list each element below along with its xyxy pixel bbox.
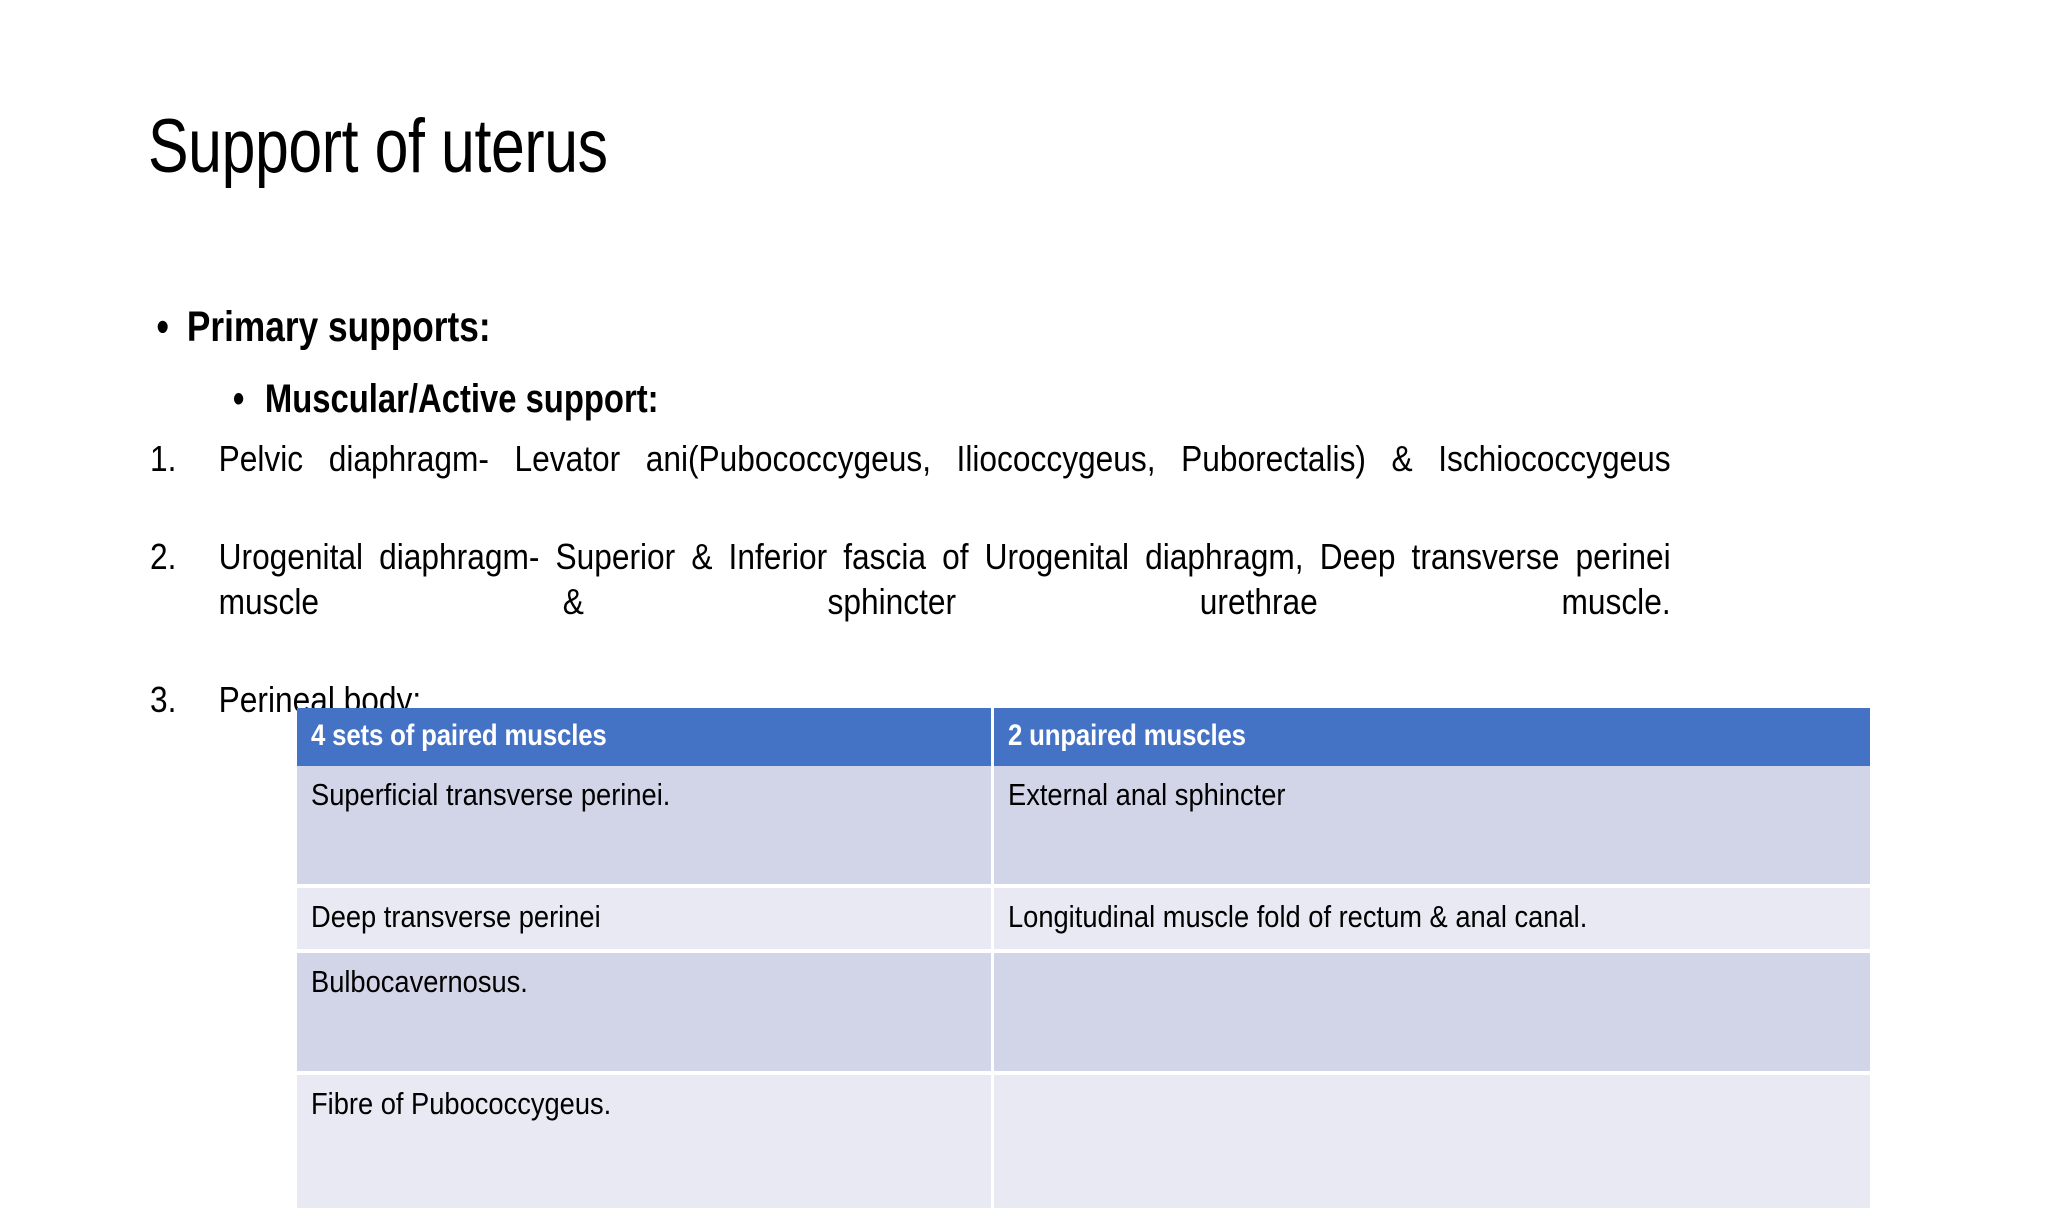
table-cell: Longitudinal muscle fold of rectum & ana…: [994, 888, 1870, 953]
list-item-number: 3.: [150, 679, 177, 720]
table-cell: Bulbocavernosus.: [297, 953, 994, 1075]
list-item: 1. Pelvic diaphragm- Levator ani(Pubococ…: [150, 436, 1671, 526]
page-title: Support of uterus: [148, 104, 608, 189]
table-cell-text: Longitudinal muscle fold of rectum & ana…: [1008, 899, 1588, 934]
bullet-dot-icon: •: [232, 377, 245, 421]
table-cell: Superficial transverse perinei.: [297, 766, 994, 888]
table-row: Bulbocavernosus.: [297, 953, 1870, 1075]
table-row: Deep transverse perinei Longitudinal mus…: [297, 888, 1870, 953]
table-cell-text: Bulbocavernosus.: [311, 964, 528, 999]
bullet-dot-icon: •: [156, 303, 169, 351]
table-cell-text: Superficial transverse perinei.: [311, 777, 671, 812]
muscles-table: 4 sets of paired muscles 2 unpaired musc…: [297, 708, 1870, 1212]
table-cell-text: Fibre of Pubococcygeus.: [311, 1086, 612, 1121]
table-row: Superficial transverse perinei. External…: [297, 766, 1870, 888]
numbered-list: 1. Pelvic diaphragm- Levator ani(Pubococ…: [150, 436, 1730, 722]
table-cell: Fibre of Pubococcygeus.: [297, 1075, 994, 1212]
table-cell-empty: [994, 1075, 1870, 1212]
table-cell-empty: [994, 953, 1870, 1075]
list-item: 2. Urogenital diaphragm- Superior & Infe…: [150, 534, 1671, 669]
slide-canvas: Support of uterus • Primary supports: • …: [148, 104, 1910, 1212]
table-cell: Deep transverse perinei: [297, 888, 994, 953]
bullet-muscular-active-support-label: Muscular/Active support:: [264, 377, 659, 421]
table-header-cell-paired: 4 sets of paired muscles: [297, 708, 994, 766]
table-header-label: 4 sets of paired muscles: [311, 719, 607, 752]
table-header-label: 2 unpaired muscles: [1008, 719, 1246, 752]
table-row: Fibre of Pubococcygeus.: [297, 1075, 1870, 1212]
list-item-number: 1.: [150, 438, 177, 479]
bullet-muscular-active-support: • Muscular/Active support:: [228, 374, 1607, 424]
list-item-text: Pelvic diaphragm- Levator ani(Pubococcyg…: [218, 438, 1671, 479]
table-header-row: 4 sets of paired muscles 2 unpaired musc…: [297, 708, 1870, 766]
table-cell-text: External anal sphincter: [1008, 777, 1286, 812]
list-item-text: Urogenital diaphragm- Superior & Inferio…: [218, 536, 1671, 622]
table-cell-text: Deep transverse perinei: [311, 899, 601, 934]
bullet-primary-supports: • Primary supports:: [150, 300, 1593, 354]
table-cell: External anal sphincter: [994, 766, 1870, 888]
slide-body: • Primary supports: • Muscular/Active su…: [150, 300, 1910, 730]
list-item-number: 2.: [150, 536, 177, 577]
bullet-primary-supports-label: Primary supports:: [186, 303, 491, 351]
table-header-cell-unpaired: 2 unpaired muscles: [994, 708, 1870, 766]
